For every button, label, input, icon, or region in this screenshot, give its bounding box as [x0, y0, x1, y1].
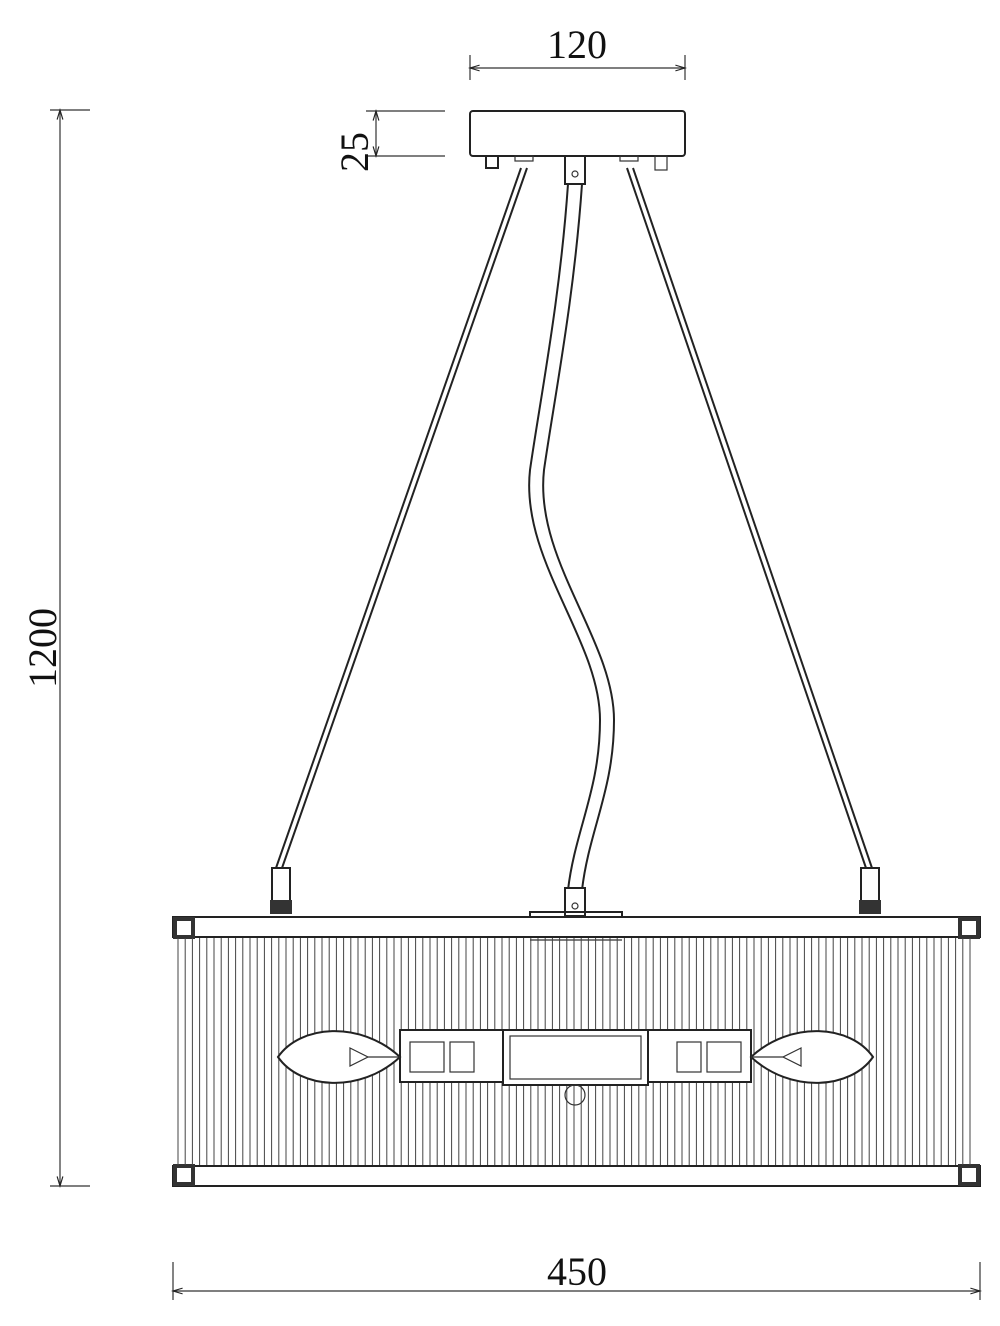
shade-width-label: 450 [547, 1249, 607, 1294]
right-bulb [676, 1030, 875, 1084]
left-bulb [276, 1030, 475, 1084]
shade-width-dimension: 450 [170, 1249, 983, 1300]
canopy-height-label: 25 [332, 132, 377, 172]
canopy-width-dimension: 120 [467, 22, 688, 80]
canopy-width-label: 120 [547, 22, 607, 67]
suspension-cables [275, 167, 873, 869]
bulb-assembly [276, 1029, 875, 1106]
canopy-height-dimension: 25 [332, 108, 445, 172]
power-cord [528, 183, 616, 891]
total-height-label: 1200 [20, 608, 65, 688]
total-height-dimension: 1200 [20, 107, 90, 1189]
ceiling-canopy [469, 110, 686, 185]
cable-clamps [270, 867, 881, 918]
